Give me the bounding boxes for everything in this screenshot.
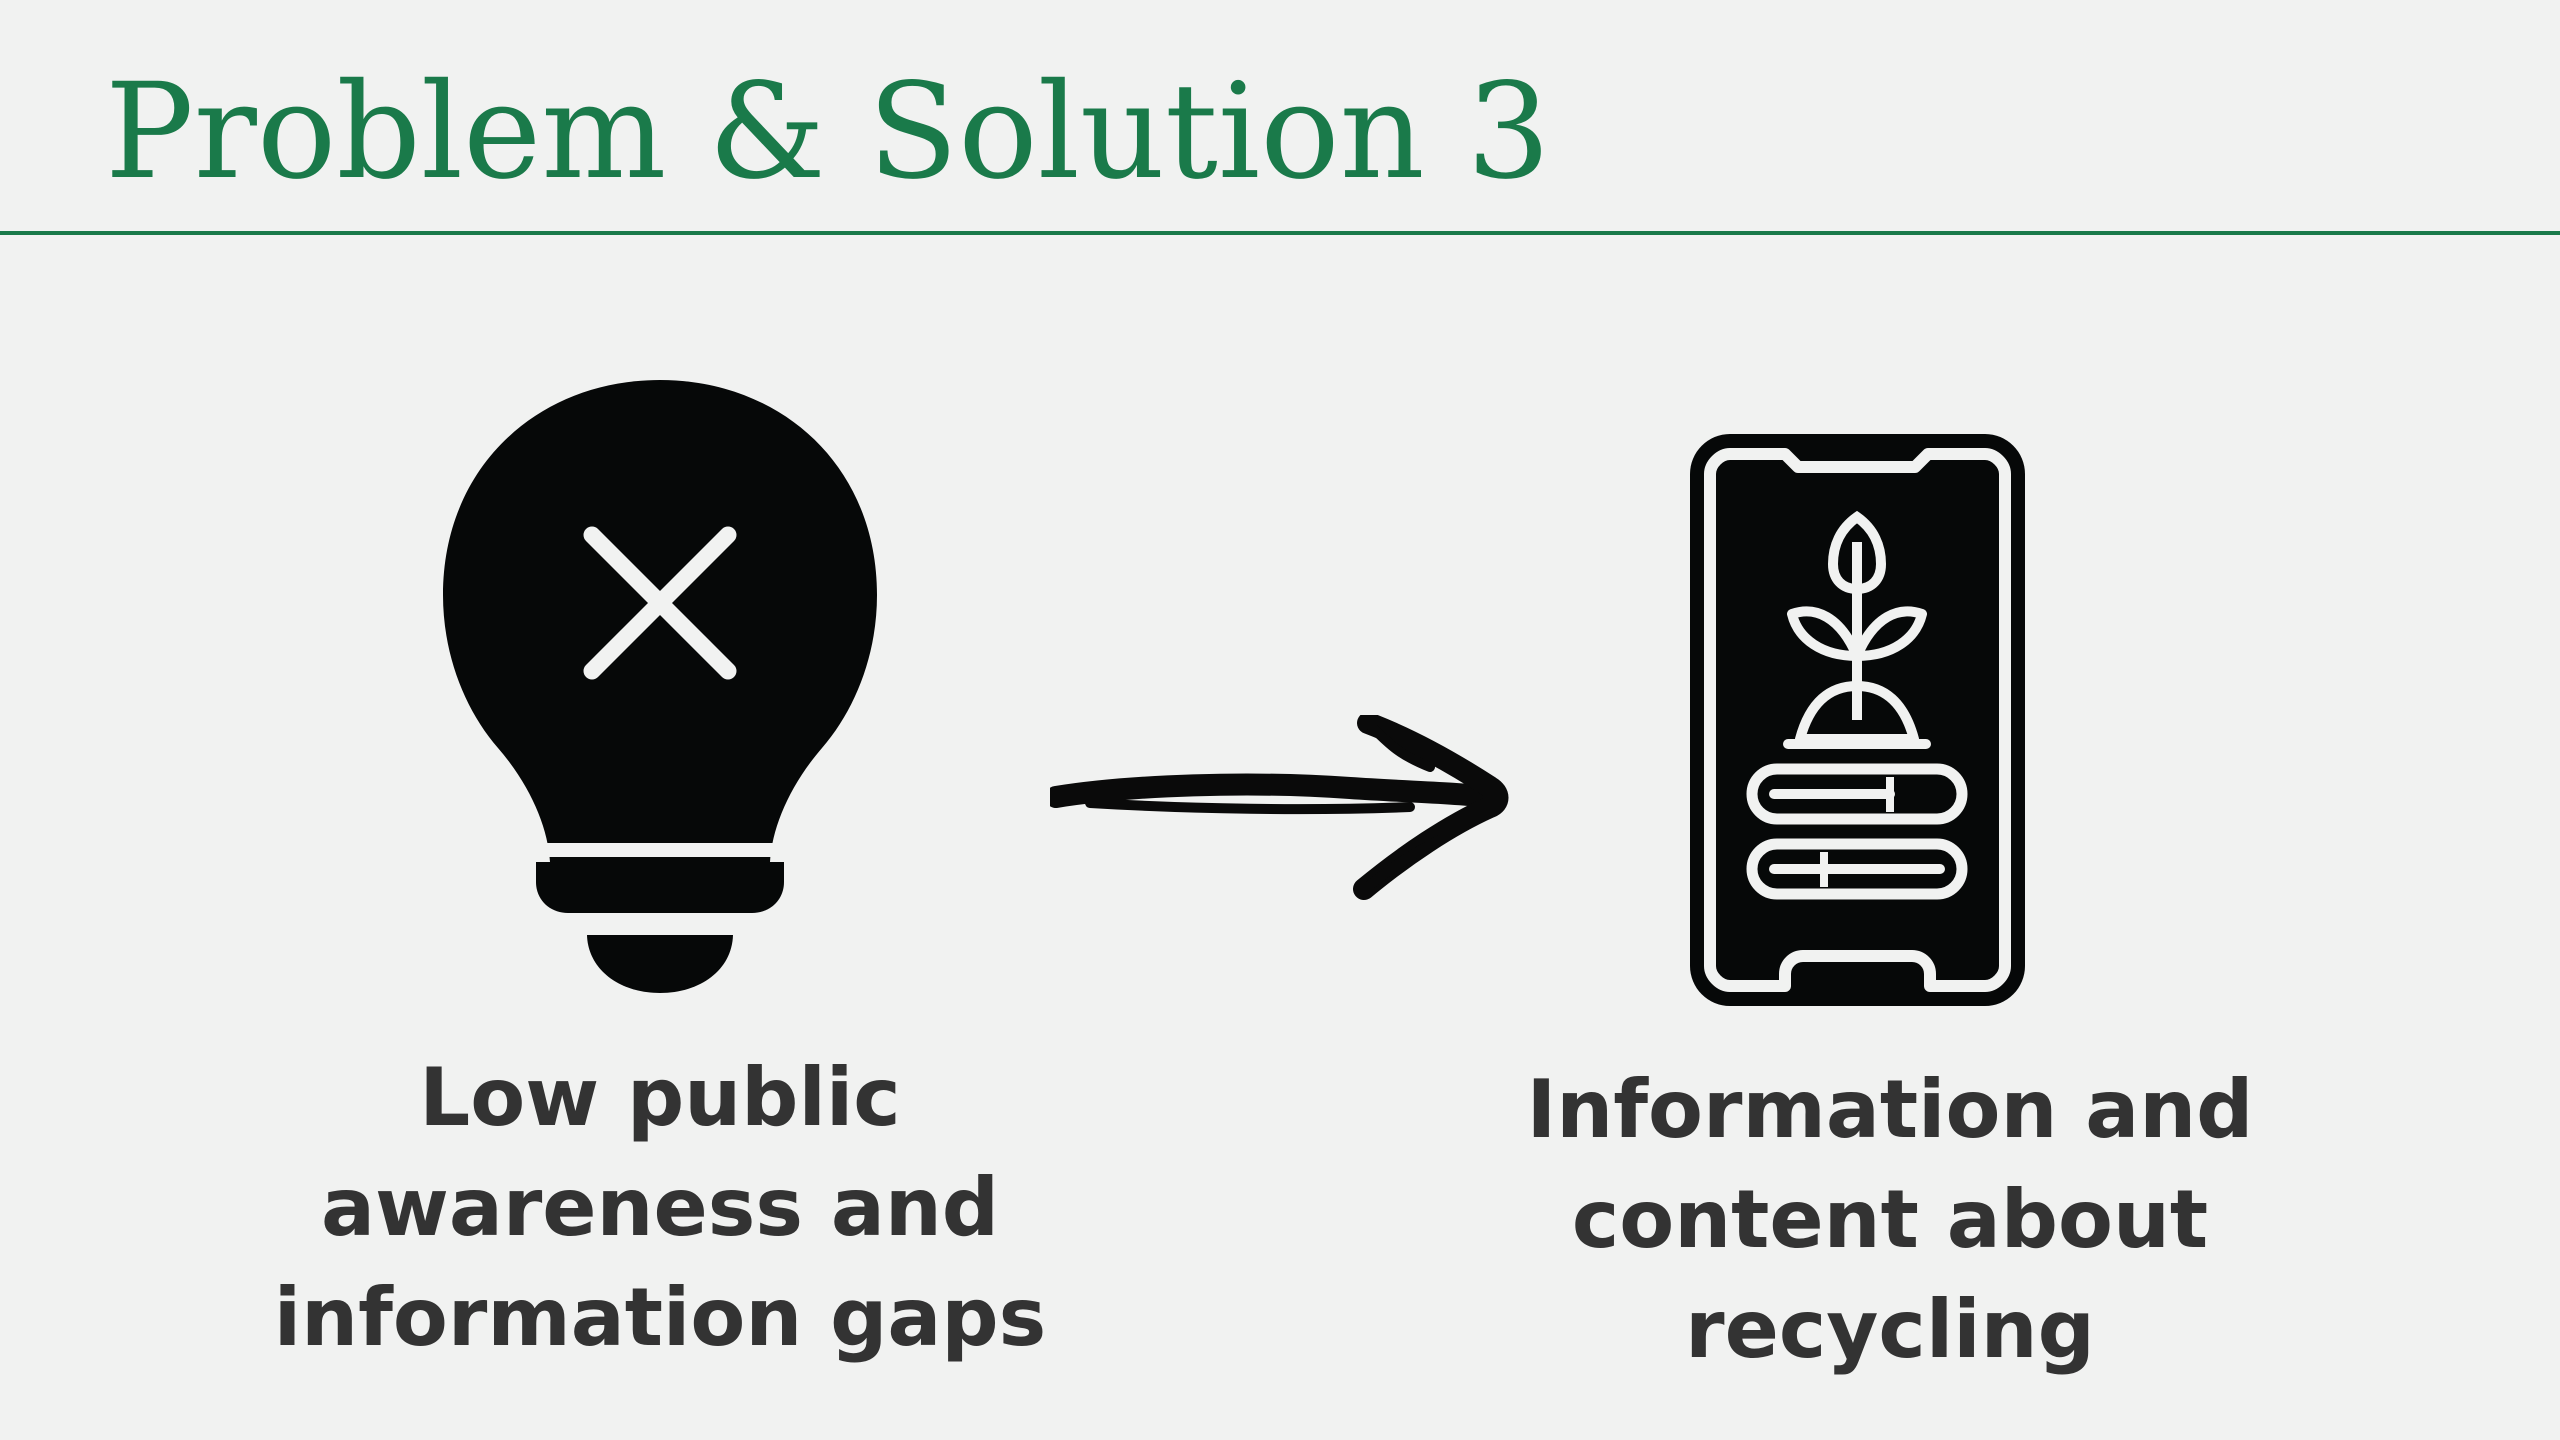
solution-caption-line: content about — [1571, 1173, 2209, 1266]
problem-caption: Low public awareness and information gap… — [220, 1043, 1100, 1373]
slide-title: Problem & Solution 3 — [105, 55, 1551, 209]
title-divider — [0, 231, 2560, 235]
problem-caption-line: awareness and — [320, 1161, 1000, 1254]
solution-caption-line: Information and — [1526, 1063, 2254, 1156]
problem-caption-line: Low public — [419, 1051, 901, 1144]
lightbulb-x-icon — [440, 380, 880, 993]
problem-caption-line: information gaps — [273, 1271, 1047, 1364]
solution-caption-line: recycling — [1685, 1283, 2095, 1376]
hand-drawn-arrow-right-icon — [1050, 715, 1509, 900]
smartphone-plant-icon — [1690, 434, 2025, 1006]
solution-caption: Information and content about recycling — [1450, 1055, 2330, 1385]
